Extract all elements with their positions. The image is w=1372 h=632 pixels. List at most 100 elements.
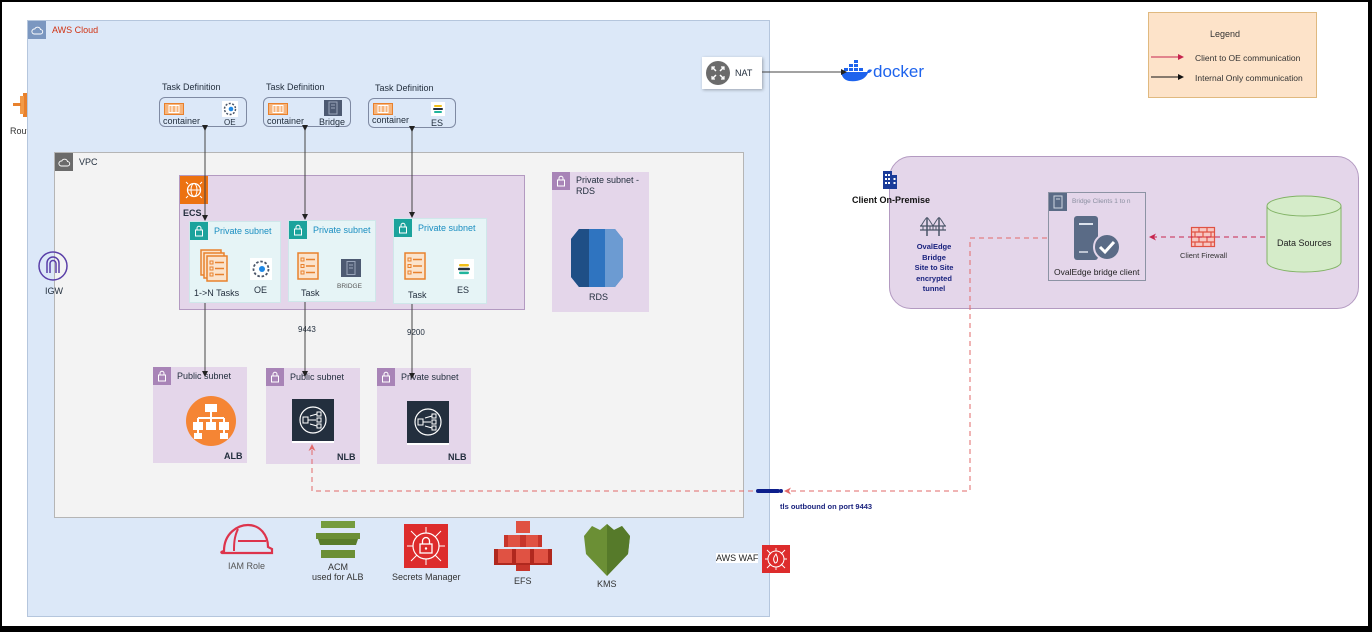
service-label-kms: KMS	[597, 579, 617, 589]
lock-icon	[266, 368, 284, 386]
task-label: Task	[408, 290, 427, 300]
nat-gateway[interactable]: NAT	[702, 57, 762, 89]
bridge-client-label: OvalEdge bridge client	[1054, 267, 1140, 277]
task-label: Task	[301, 288, 320, 298]
service-label: OE	[224, 118, 236, 127]
lock-icon	[377, 368, 395, 386]
vpc-cloud-icon	[55, 153, 73, 171]
bridge-tunnel-label: OvalEdge Bridge Site to Site encrypted t…	[908, 242, 960, 295]
kms-icon[interactable]	[584, 524, 630, 581]
service-label: OE	[254, 285, 268, 295]
aws-cloud-group: AWS Cloud Task Definition container OE T…	[27, 20, 770, 617]
subnet-title: Private subnet -	[576, 175, 640, 185]
alb-icon	[186, 396, 236, 451]
service-label-iam: IAM Role	[228, 561, 266, 571]
server-icon	[1049, 193, 1067, 211]
subnet-title-line2: RDS	[576, 186, 596, 196]
rds-label: RDS	[589, 292, 609, 302]
subnet-title: Private subnet	[313, 225, 371, 235]
client-to-nlb-path	[308, 444, 762, 492]
data-sources-cylinder[interactable]	[1266, 195, 1342, 278]
acm-icon[interactable]	[316, 521, 360, 564]
bridge-tunnel-icon	[920, 216, 946, 243]
aws-cloud-label: AWS Cloud	[52, 25, 99, 35]
ecs-cluster-group: ECS Private subnet 1->N Tasks OE	[179, 175, 525, 310]
container-icon	[373, 102, 393, 120]
private-subnet-nlb[interactable]: Private subnet NLB	[377, 368, 471, 464]
bridge-clients-title: Bridge Clients 1 to n	[1072, 198, 1131, 205]
legend-swatch-client	[1151, 54, 1184, 60]
data-sources-label: Data Sources	[1277, 238, 1332, 248]
nlb-label: NLB	[448, 452, 467, 462]
private-subnet-bridge[interactable]: Private subnet Task BRIDGE	[288, 220, 376, 302]
container-label: container	[163, 116, 201, 126]
rds-database-icon	[571, 229, 623, 292]
bridge-tunnel-line: encrypted	[916, 273, 952, 283]
container-label: container	[267, 116, 305, 126]
private-subnet-rds[interactable]: Private subnet - RDS RDS	[552, 172, 649, 312]
vpc-label: VPC	[79, 157, 98, 167]
service-label: BRIDGE	[337, 283, 362, 290]
igw-icon	[38, 251, 68, 286]
service-label-acm: ACM	[328, 562, 348, 572]
aws-waf-icon[interactable]	[762, 545, 790, 578]
client-tunnel-path	[784, 237, 1047, 495]
service-label-efs: EFS	[514, 576, 532, 586]
lock-icon	[394, 219, 412, 237]
legend-title: Legend	[1210, 29, 1241, 39]
public-subnet-alb[interactable]: Public subnet ALB	[153, 367, 247, 463]
legend-swatch-internal	[1151, 74, 1184, 80]
docker-label: docker	[873, 62, 925, 81]
tls-connector	[756, 489, 780, 493]
alb-label: ALB	[224, 451, 243, 461]
oe-gear-icon	[250, 258, 272, 285]
container-label: container	[372, 115, 410, 125]
task-icon	[297, 252, 319, 285]
public-subnet-nlb[interactable]: Public subnet NLB	[266, 368, 360, 464]
aws-waf-label: AWS WAF	[716, 553, 759, 563]
iam-role-icon[interactable]	[218, 523, 274, 562]
lock-icon	[289, 221, 307, 239]
elasticsearch-icon	[454, 259, 474, 284]
subnet-title: Private subnet	[401, 372, 459, 382]
private-subnet-es[interactable]: Private subnet Task ES	[393, 218, 487, 304]
legend: Legend Client to OE communication Intern…	[1148, 12, 1317, 98]
building-icon	[883, 169, 897, 194]
tls-outbound-label: tls outbound on port 9443	[780, 502, 873, 511]
container-icon	[164, 102, 184, 120]
service-label: ES	[457, 285, 470, 295]
oe-gear-icon	[222, 101, 238, 122]
nlb-icon	[292, 399, 334, 448]
task-definition-title: Task Definition	[162, 82, 221, 92]
elasticsearch-icon	[431, 102, 445, 121]
nat-icon	[706, 61, 730, 90]
task-definition-title: Task Definition	[375, 83, 434, 93]
service-label: Bridge	[319, 117, 346, 127]
service-label-secrets: Secrets Manager	[392, 572, 461, 582]
bridge-clients-group[interactable]: Bridge Clients 1 to n OvalEdge bridge cl…	[1048, 192, 1146, 281]
tasks-stack-icon	[200, 249, 230, 288]
vpc-group: VPC ECS Private subnet 1->N Tasks	[54, 152, 744, 518]
lock-icon	[153, 367, 171, 385]
efs-icon[interactable]	[494, 521, 552, 576]
task-definition-es[interactable]: container ES	[368, 98, 456, 128]
task-definition-oe[interactable]: container OE	[159, 97, 247, 127]
private-subnet-oe[interactable]: Private subnet 1->N Tasks OE	[189, 221, 281, 303]
client-firewall-label: Client Firewall	[1180, 251, 1228, 260]
bridge-tunnel-line: Site to Site	[914, 263, 954, 272]
igw-label: IGW	[45, 286, 63, 296]
subnet-title: Public subnet	[290, 372, 345, 382]
legend-label-client: Client to OE communication	[1195, 53, 1301, 63]
container-icon	[268, 102, 288, 120]
secrets-manager-icon[interactable]	[404, 524, 448, 573]
subnet-title: Private subnet	[418, 223, 476, 233]
ecs-label: ECS	[183, 208, 202, 218]
task-definition-bridge[interactable]: container Bridge	[263, 97, 351, 127]
bridge-tunnel-line: tunnel	[922, 284, 946, 293]
nlb-label: NLB	[337, 452, 356, 462]
port-label-es: 9200	[407, 328, 425, 337]
server-icon	[341, 259, 361, 282]
bridge-tunnel-line: Bridge	[922, 252, 946, 262]
bridge-tunnel-line: OvalEdge	[916, 242, 952, 251]
